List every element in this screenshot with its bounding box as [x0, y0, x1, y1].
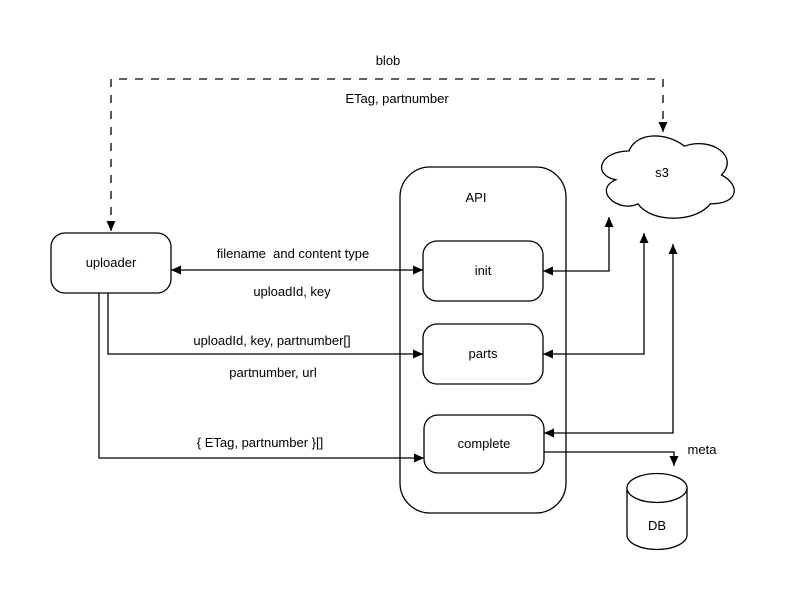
edge-complete-db — [544, 451, 679, 466]
db-cylinder-top — [626, 472, 688, 504]
edge-uploader-parts — [107, 293, 423, 359]
edge-uploader-complete — [98, 293, 424, 463]
s3-label: s3 — [655, 165, 669, 180]
db-cylinder-body — [626, 488, 688, 551]
complete-label: complete — [458, 436, 511, 451]
s3-cloud-node — [601, 135, 735, 219]
edge-label-etag-partnumber: ETag, partnumber — [345, 91, 449, 106]
complete-node — [423, 414, 545, 474]
init-node — [422, 240, 544, 302]
uploader-label: uploader — [86, 255, 137, 270]
parts-label: parts — [469, 346, 498, 361]
edge-complete-s3 — [544, 244, 678, 438]
db-label: DB — [648, 518, 666, 533]
edge-label-etag-partnumber-array: { ETag, partnumber }[] — [197, 435, 323, 450]
edge-label-uploadid-key: uploadId, key — [253, 284, 331, 299]
init-label: init — [475, 263, 492, 278]
edge-label-meta: meta — [688, 442, 718, 457]
edge-label-blob: blob — [376, 53, 401, 68]
parts-node — [422, 323, 544, 385]
edge-label-uploadid-key-partnumber: uploadId, key, partnumber[] — [193, 333, 350, 348]
edge-label-filename-content-type: filename and content type — [217, 246, 370, 261]
uploader-node — [50, 232, 172, 294]
edge-label-partnumber-url: partnumber, url — [229, 365, 317, 380]
api-label: API — [466, 190, 487, 205]
